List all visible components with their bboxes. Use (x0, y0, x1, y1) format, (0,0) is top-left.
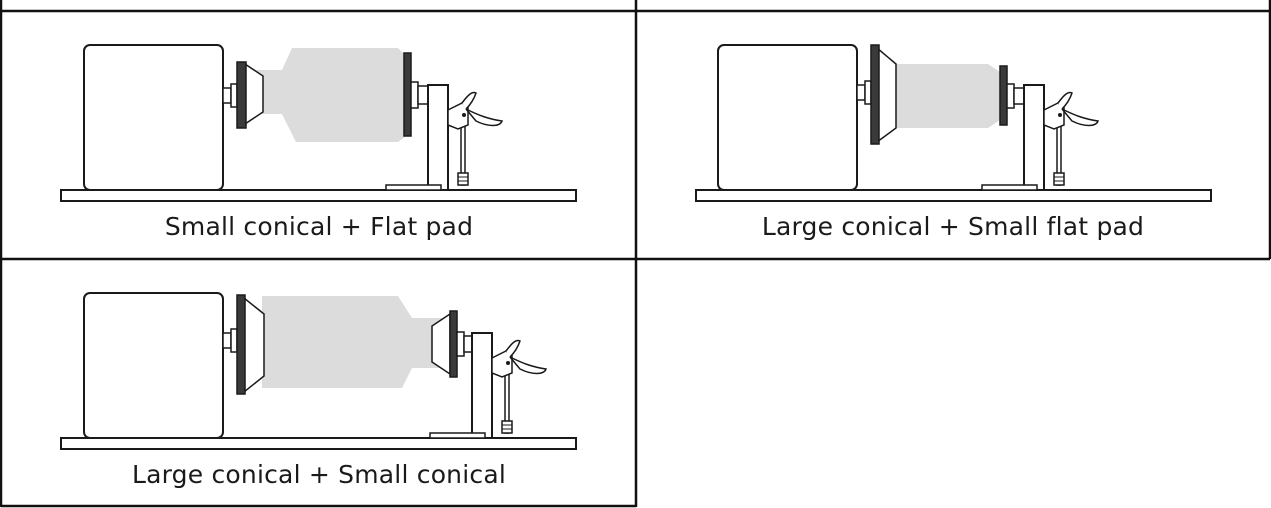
base-plate (695, 189, 1212, 202)
workpiece (250, 48, 406, 142)
headstock (83, 292, 224, 439)
small-flat-pad (999, 65, 1008, 126)
panel-3-illustration (60, 292, 577, 450)
panel-2-illustration (695, 44, 1212, 202)
large-conical-fixture (243, 296, 265, 394)
caption-large-conical-small-flat-pad: Large conical + Small flat pad (761, 212, 1145, 241)
caption-small-conical-flat-pad: Small conical + Flat pad (164, 212, 474, 241)
headstock (717, 44, 858, 191)
headstock (83, 44, 224, 191)
panel-1-illustration (60, 44, 577, 202)
workpiece (892, 64, 1000, 128)
large-conical-fixture (876, 46, 897, 144)
caption-large-conical-small-conical: Large conical + Small conical (132, 460, 506, 489)
base-plate (60, 189, 577, 202)
base-plate (60, 437, 577, 450)
flat-pad (403, 52, 412, 137)
workpiece (262, 296, 446, 388)
